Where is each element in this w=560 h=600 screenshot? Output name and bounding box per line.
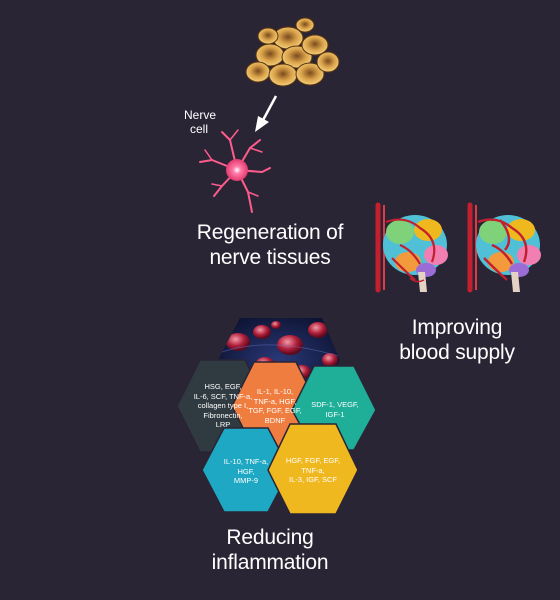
neuron-icon bbox=[199, 129, 271, 213]
hexagon-blue bbox=[201, 427, 291, 513]
regeneration-label: Regeneration of nerve tissues bbox=[190, 220, 350, 270]
regeneration-label-line1: Regeneration of bbox=[196, 221, 344, 244]
hexagon-line: IGF-1 bbox=[325, 409, 345, 419]
hexagon-yellow bbox=[267, 423, 359, 515]
growth-factor-hexagons bbox=[176, 359, 377, 515]
nerve-cell-label-line2: cell bbox=[190, 122, 209, 136]
hexagon-line: collagen type I, bbox=[197, 401, 249, 410]
nerve-cell-label-line1: Nerve bbox=[184, 108, 217, 122]
hexagon-line: BDNF bbox=[264, 415, 286, 425]
stem-cell-cluster bbox=[245, 17, 340, 87]
inflammation-label-line1: Reducing bbox=[226, 526, 314, 549]
hexagon-dark-text: HSG, EGF, IL-6, SCF, TNF-a, collagen typ… bbox=[172, 382, 274, 430]
hexagon-line: IL-6, SCF, TNF-a, bbox=[193, 391, 253, 401]
arrow-icon bbox=[255, 95, 278, 132]
brain-vessel-illustration-1 bbox=[375, 202, 448, 293]
inflammation-label: Reducing inflammation bbox=[200, 525, 340, 575]
hexagon-blue-text: IL-10, TNF-a, HGF, MMP-9 bbox=[208, 457, 284, 486]
hexagon-line: HGF, bbox=[237, 466, 255, 476]
hexagon-teal-text: SDF-1, VEGF, IGF-1 bbox=[300, 400, 370, 419]
hexagon-orange-text: IL-1, IL-10, TNF-a, HGF, TGF, FGF, EGF, … bbox=[235, 387, 315, 425]
hexagon-line: TNF-a, bbox=[301, 465, 325, 475]
hexagon-line: HSG, EGF, bbox=[204, 382, 242, 391]
blood-supply-label-line2: blood supply bbox=[399, 341, 515, 364]
hexagon-line: IL-1, IL-10, bbox=[256, 387, 294, 396]
blood-supply-label: Improving blood supply bbox=[392, 315, 522, 365]
nerve-cell-label: Nerve cell bbox=[184, 108, 224, 136]
hexagon-line: Fibronectin, bbox=[203, 410, 243, 420]
hexagon-line: LRP bbox=[215, 420, 231, 429]
inflammation-label-line2: inflammation bbox=[211, 551, 329, 574]
hexagon-line: TNF-a, HGF, bbox=[253, 396, 297, 406]
hexagon-line: TGF, FGF, EGF, bbox=[248, 406, 302, 415]
regeneration-label-line2: nerve tissues bbox=[209, 246, 331, 269]
brain-vessel-illustration-2 bbox=[467, 202, 541, 293]
hexagon-yellow-text: HGF, FGF, EGF, TNF-a, IL-3, IGF, SCF bbox=[272, 456, 354, 485]
hexagon-line: SDF-1, VEGF, bbox=[311, 400, 359, 409]
blood-supply-label-line1: Improving bbox=[411, 316, 503, 339]
hexagon-line: HGF, FGF, EGF, bbox=[285, 456, 341, 465]
hexagon-line: IL-3, IGF, SCF bbox=[289, 475, 337, 484]
hexagon-line: MMP-9 bbox=[233, 476, 259, 485]
hexagon-line: IL-10, TNF-a, bbox=[223, 457, 269, 466]
